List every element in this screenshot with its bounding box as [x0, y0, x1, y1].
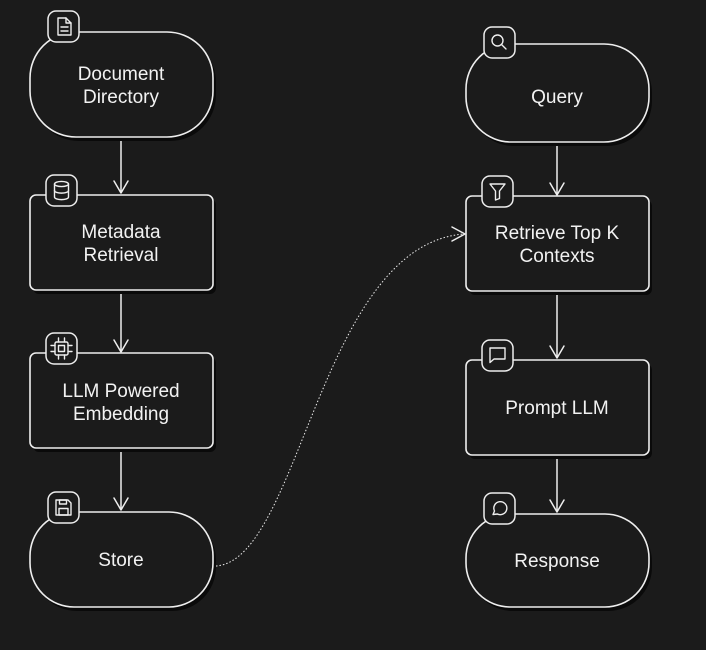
- store-label: Store: [98, 550, 143, 571]
- document-directory-label-line2: Directory: [83, 87, 160, 108]
- message-circle-icon: [483, 492, 516, 525]
- node-document-directory: Document Directory: [29, 10, 216, 141]
- edge-embedding-to-store: [113, 449, 129, 511]
- cpu-icon: [45, 332, 78, 365]
- metadata-retrieval-label-line2: Retrieval: [84, 245, 159, 266]
- node-prompt-llm: Prompt LLM: [465, 339, 652, 459]
- node-llm-embedding: LLM Powered Embedding: [29, 332, 216, 452]
- edge-retrieve-to-prompt: [549, 292, 565, 359]
- edge-prompt-to-response: [549, 456, 565, 513]
- database-icon: [45, 174, 78, 207]
- edges: [113, 138, 565, 567]
- filter-icon: [481, 175, 514, 208]
- response-label: Response: [514, 551, 600, 572]
- node-query: Query: [465, 26, 652, 146]
- node-metadata-retrieval: Metadata Retrieval: [29, 174, 216, 294]
- retrieve-contexts-label-line1: Retrieve Top K: [495, 223, 620, 244]
- llm-embedding-label-line2: Embedding: [73, 404, 169, 425]
- node-response: Response: [465, 492, 652, 611]
- edge-metadata-to-embedding: [113, 291, 129, 353]
- document-icon: [47, 10, 80, 43]
- node-retrieve-contexts: Retrieve Top K Contexts: [465, 175, 652, 295]
- prompt-llm-label: Prompt LLM: [505, 398, 608, 419]
- edge-store-to-retrieve: [215, 226, 466, 567]
- metadata-retrieval-label-line1: Metadata: [81, 222, 161, 243]
- query-label: Query: [531, 87, 583, 108]
- edge-document-to-metadata: [113, 138, 129, 194]
- search-icon: [483, 26, 516, 59]
- retrieve-contexts-label-line2: Contexts: [520, 246, 595, 267]
- llm-embedding-label-line1: LLM Powered: [62, 381, 179, 402]
- node-store: Store: [29, 491, 216, 611]
- save-icon: [47, 491, 80, 524]
- document-directory-label-line1: Document: [78, 64, 165, 85]
- edge-query-to-retrieve: [549, 146, 565, 196]
- message-square-icon: [481, 339, 514, 372]
